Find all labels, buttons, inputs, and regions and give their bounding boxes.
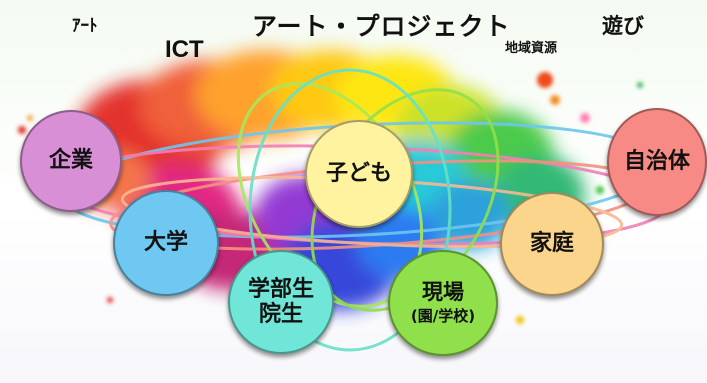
keyword-art-project: アート・プロジェクト	[252, 12, 511, 41]
node-family-label: 家庭	[529, 231, 574, 257]
node-university: 大学	[113, 190, 219, 296]
node-field: 現場 (園/学校)	[388, 250, 498, 356]
node-local-government-label: 自治体	[623, 149, 690, 175]
keyword-art-small: ｱｰﾄ	[72, 16, 98, 36]
node-family: 家庭	[500, 192, 604, 296]
node-grad-students: 学部生 院生	[228, 250, 334, 354]
node-children-label: 子ども	[325, 161, 392, 187]
keyword-region-resources: 地域資源	[505, 41, 558, 56]
node-company: 企業	[20, 110, 122, 212]
orbit-teal	[248, 68, 452, 352]
node-local-government: 自治体	[607, 108, 707, 216]
keyword-ict: ICT	[165, 36, 204, 63]
node-field-line2: (園/学校)	[410, 307, 476, 326]
node-university-label: 大学	[143, 230, 188, 256]
node-children: 子ども	[305, 120, 413, 228]
node-company-label: 企業	[48, 148, 93, 174]
node-grad-students-line1: 学部生	[247, 276, 314, 302]
node-field-line1: 現場	[422, 280, 464, 305]
keyword-play: 遊び	[602, 14, 644, 38]
node-grad-students-line2: 院生	[258, 302, 303, 327]
